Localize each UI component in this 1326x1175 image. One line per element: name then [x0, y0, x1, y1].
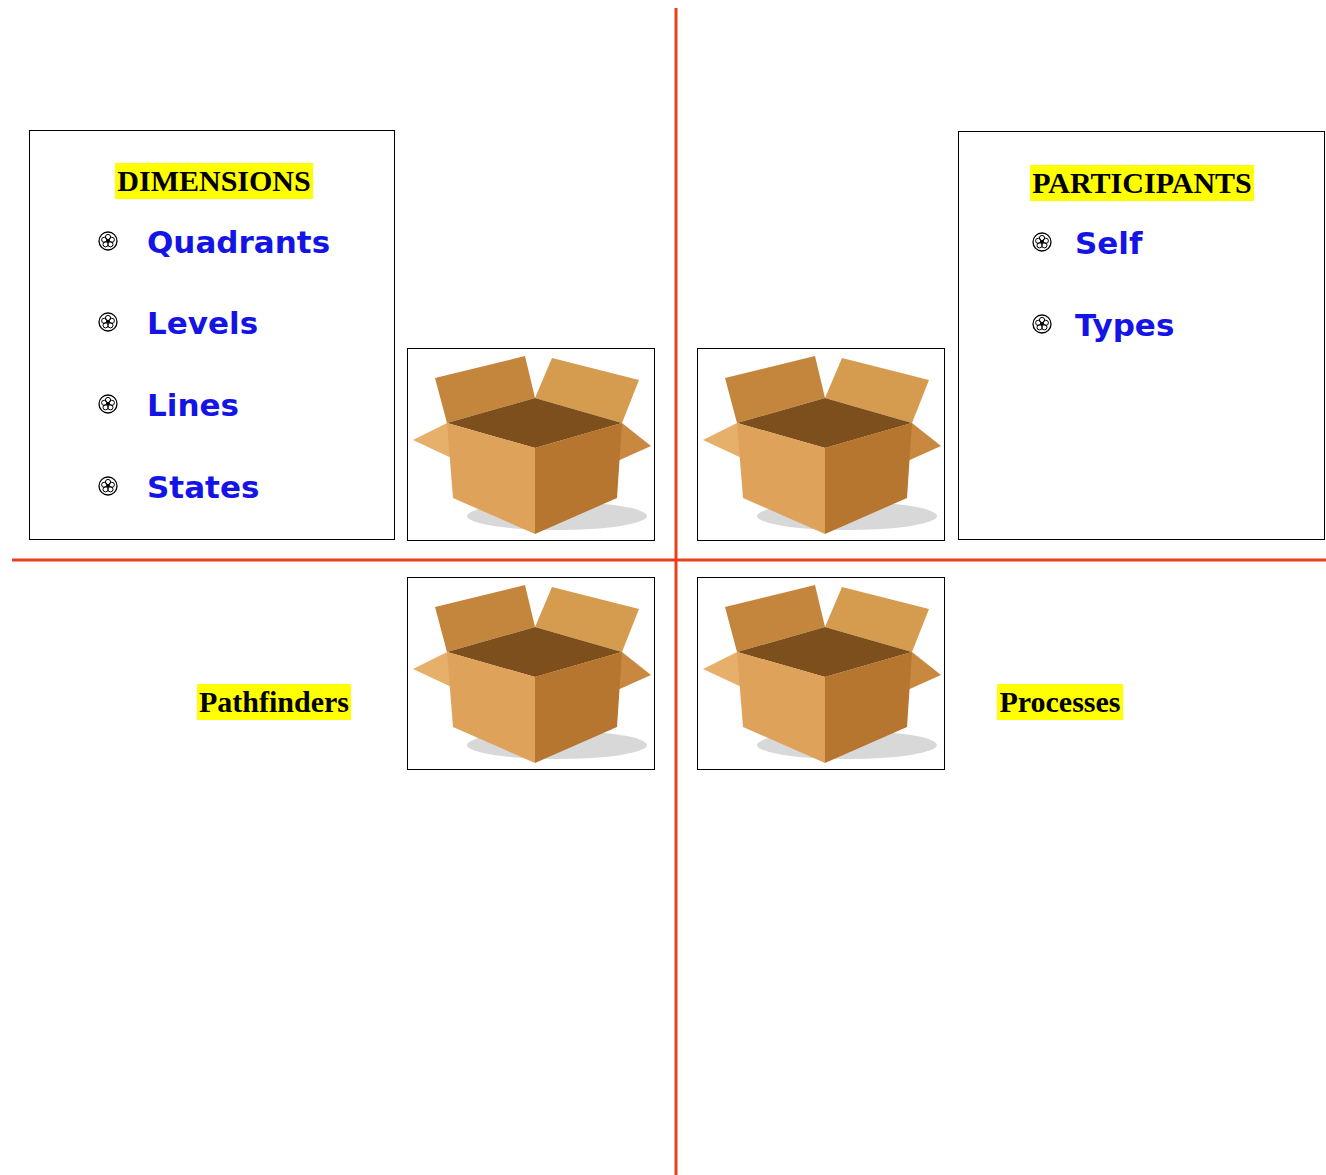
list-item: Levels [147, 304, 258, 342]
list-item: Self [1075, 224, 1142, 262]
text-box: DIMENSIONS QuadrantsLevelsLinesStates [29, 130, 395, 540]
list-item: Quadrants [147, 223, 330, 261]
bullet-symbol [99, 313, 117, 331]
quadrant-label: Pathfinders [197, 684, 351, 720]
divider-line [675, 8, 678, 1175]
quadrant-label: Processes [997, 684, 1122, 720]
box-heading: DIMENSIONS [115, 163, 312, 199]
box-picture [408, 349, 655, 541]
bullet-symbol [1033, 233, 1051, 251]
bullet-symbol [99, 477, 117, 495]
list-item: States [147, 468, 259, 506]
list-item: Types [1075, 306, 1174, 344]
bullet-symbol [99, 232, 117, 250]
box-picture [698, 578, 945, 770]
box-picture [698, 349, 945, 541]
box-heading: PARTICIPANTS [1030, 165, 1254, 201]
box-picture [408, 578, 655, 770]
divider-line [12, 559, 1326, 562]
text-box: PARTICIPANTS SelfTypes [958, 131, 1325, 540]
list-item: Lines [147, 386, 239, 424]
bullet-symbol [99, 395, 117, 413]
bullet-symbol [1033, 315, 1051, 333]
